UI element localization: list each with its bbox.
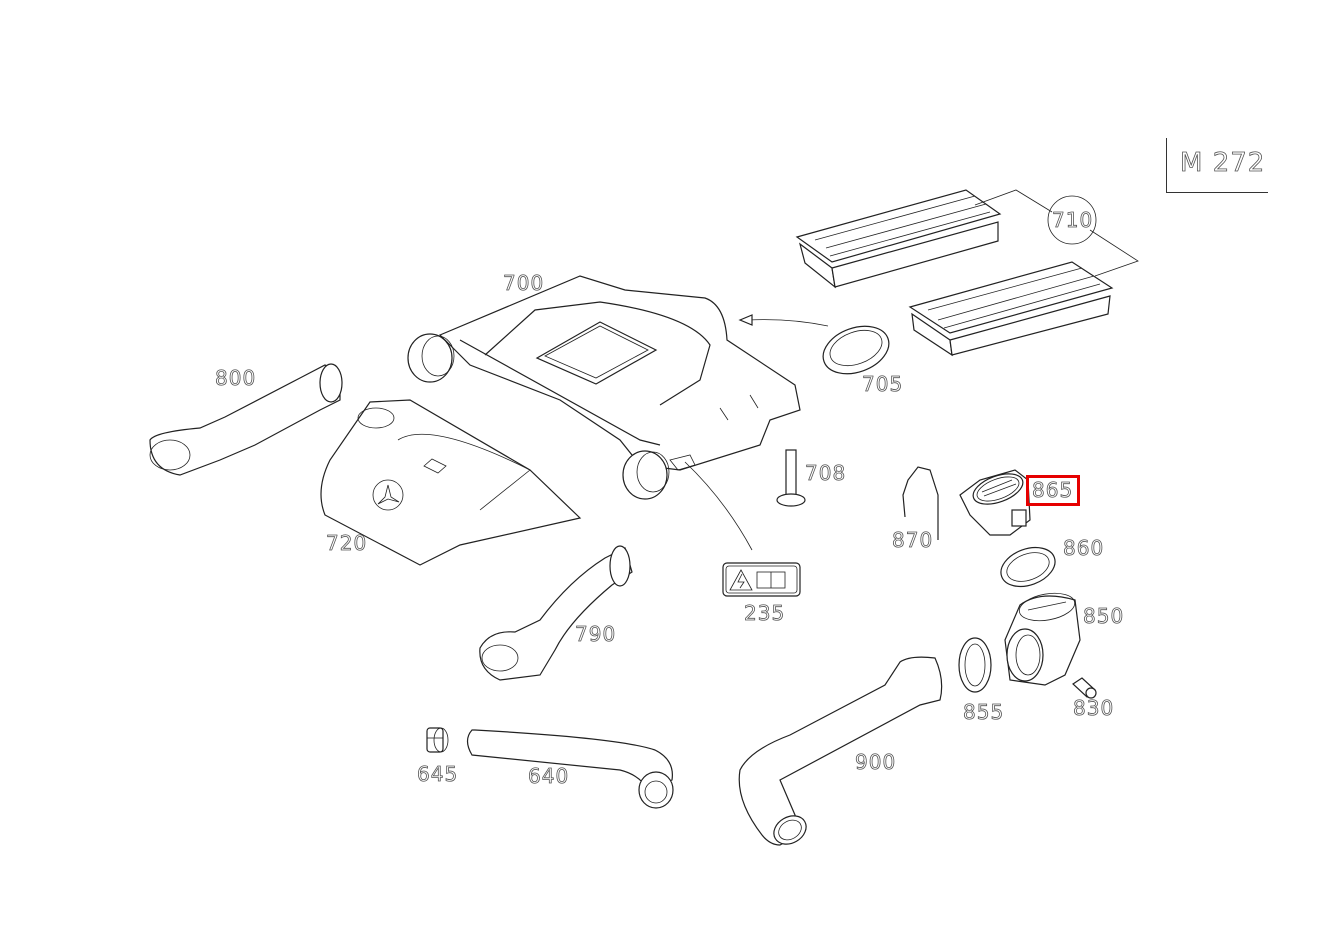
part-label-640[interactable]: 640 [528, 764, 570, 788]
highlight-box-865 [1026, 475, 1080, 506]
air-filter-element-upper[interactable] [795, 189, 1002, 289]
part-label-235[interactable]: 235 [744, 601, 786, 625]
part-label-645[interactable]: 645 [417, 762, 459, 786]
intake-duct-790[interactable] [479, 545, 633, 681]
part-label-705[interactable]: 705 [862, 372, 904, 396]
part-label-855[interactable]: 855 [963, 700, 1005, 724]
throttle-housing[interactable] [1004, 589, 1081, 686]
part-label-900[interactable]: 900 [855, 750, 897, 774]
part-label-860[interactable]: 860 [1063, 536, 1105, 560]
arrow-705-to-700 [738, 314, 829, 327]
warning-label[interactable] [722, 562, 801, 597]
part-label-865[interactable]: 865 [1032, 478, 1074, 502]
part-label-700[interactable]: 700 [503, 271, 545, 295]
air-filter-housing[interactable] [407, 275, 801, 500]
vent-hose[interactable] [466, 729, 674, 809]
part-label-830[interactable]: 830 [1073, 696, 1115, 720]
leader-lines-710 [974, 189, 1139, 277]
intake-hose[interactable] [738, 656, 943, 850]
seal-ring[interactable] [817, 318, 896, 383]
part-label-710[interactable]: 710 [1052, 208, 1094, 232]
seal-ring-855[interactable] [958, 637, 992, 693]
seal-ring-860[interactable] [996, 541, 1061, 594]
engine-code: M 272 [1180, 148, 1266, 178]
bolt[interactable] [776, 449, 806, 507]
arrow-235-to-700 [684, 461, 753, 551]
part-label-800[interactable]: 800 [215, 366, 257, 390]
air-mass-sensor[interactable] [959, 468, 1031, 536]
air-filter-element-lower[interactable] [908, 261, 1114, 357]
engine-code-frame [1166, 138, 1268, 193]
intake-duct-800[interactable] [149, 363, 343, 476]
part-label-870[interactable]: 870 [892, 528, 934, 552]
part-label-790[interactable]: 790 [575, 622, 617, 646]
part-label-720[interactable]: 720 [326, 531, 368, 555]
part-label-708[interactable]: 708 [805, 461, 847, 485]
engine-cover[interactable] [320, 399, 582, 566]
part-label-850[interactable]: 850 [1083, 604, 1125, 628]
retaining-clip[interactable] [902, 466, 939, 540]
hose-clamp[interactable] [426, 727, 449, 753]
spacer[interactable] [1072, 677, 1097, 699]
